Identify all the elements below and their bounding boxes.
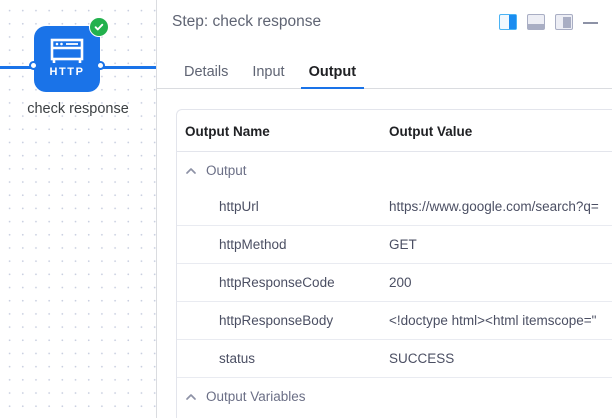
- node-label: check response: [27, 101, 129, 117]
- output-table-card: Output Name Output Value Out: [176, 109, 612, 418]
- group-row-output-variables-cell[interactable]: Output Variables: [177, 378, 612, 415]
- node-body[interactable]: HTTP: [34, 26, 100, 92]
- column-header-output-value: Output Value: [389, 110, 612, 152]
- group-row-output[interactable]: Output: [177, 152, 612, 189]
- output-table-head: Output Name Output Value: [177, 110, 612, 152]
- group-label-output: Output: [206, 163, 247, 178]
- panel-divider[interactable]: [156, 0, 157, 418]
- output-table-body: Output httpUrl https://www.google.com/se…: [177, 152, 612, 418]
- layout-bottom-panel-button[interactable]: [527, 14, 545, 30]
- layout-split-view-button[interactable]: [499, 14, 517, 30]
- panel-title: Step: check response: [172, 13, 322, 30]
- tab-input[interactable]: Input: [252, 64, 285, 80]
- output-name-cell: foo: [177, 414, 389, 418]
- output-name-cell: httpUrl: [177, 188, 389, 226]
- output-name-cell: httpResponseCode: [177, 263, 389, 302]
- http-window-icon: [50, 38, 84, 63]
- tab-output[interactable]: Output: [297, 64, 369, 89]
- output-name-cell: status: [177, 339, 389, 378]
- panel-header-actions: [499, 14, 598, 30]
- table-row[interactable]: httpResponseBody <!doctype html><html it…: [177, 301, 612, 340]
- layout-right-panel-button[interactable]: [555, 14, 573, 30]
- group-label-output-variables: Output Variables: [206, 389, 306, 404]
- group-row-output-variables[interactable]: Output Variables: [177, 378, 612, 415]
- output-value-cell: 200: [389, 414, 612, 418]
- panel-header: Step: check response: [156, 0, 612, 44]
- output-value-cell: https://www.google.com/search?q=: [389, 188, 612, 226]
- check-icon: [94, 23, 104, 31]
- panel-tabs: Details Input Output: [156, 44, 612, 89]
- step-detail-panel: Step: check response Details Input Outpu…: [156, 0, 612, 418]
- chevron-up-icon[interactable]: [185, 165, 197, 177]
- output-value-cell: <!doctype html><html itemscope=": [389, 301, 612, 340]
- chevron-up-icon[interactable]: [185, 391, 197, 403]
- node-output-port[interactable]: [96, 61, 105, 70]
- node-input-port[interactable]: [29, 61, 38, 70]
- table-row[interactable]: status SUCCESS: [177, 339, 612, 378]
- node-icon-label: HTTP: [49, 66, 85, 78]
- workflow-canvas[interactable]: HTTP check response: [0, 0, 156, 418]
- output-value-cell: GET: [389, 225, 612, 264]
- table-header-row: Output Name Output Value: [177, 110, 612, 152]
- output-name-cell: httpMethod: [177, 225, 389, 264]
- success-check-badge: [89, 17, 109, 37]
- table-row[interactable]: httpResponseCode 200: [177, 263, 612, 302]
- group-row-output-cell[interactable]: Output: [177, 152, 612, 189]
- output-table: Output Name Output Value Out: [177, 110, 612, 418]
- column-header-output-name: Output Name: [177, 110, 389, 152]
- table-row[interactable]: httpMethod GET: [177, 225, 612, 264]
- tab-details[interactable]: Details: [184, 64, 229, 80]
- table-row[interactable]: foo 200: [177, 414, 612, 418]
- table-row[interactable]: httpUrl https://www.google.com/search?q=: [177, 188, 612, 226]
- output-name-cell: httpResponseBody: [177, 301, 389, 340]
- output-value-cell: SUCCESS: [389, 339, 612, 378]
- workflow-node-check-response[interactable]: HTTP: [34, 17, 109, 92]
- panel-body: Output Name Output Value Out: [156, 89, 612, 418]
- output-value-cell: 200: [389, 263, 612, 302]
- minimize-panel-button[interactable]: [583, 14, 598, 30]
